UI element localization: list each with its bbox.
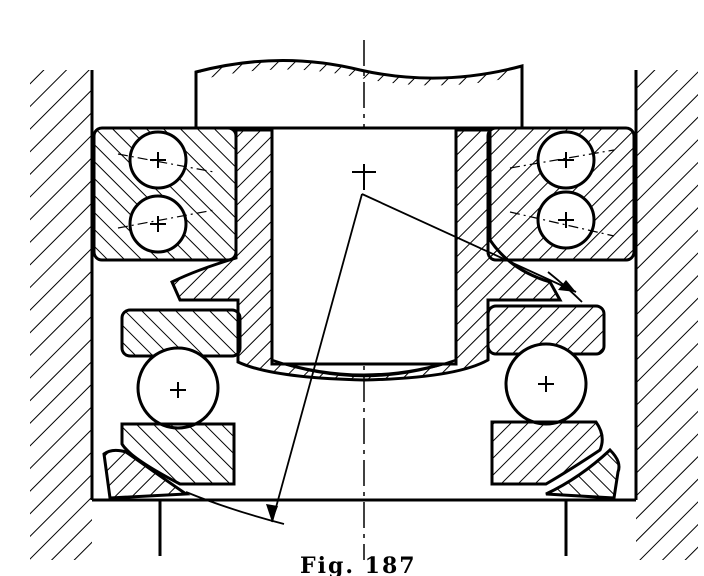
thrust-ball-right	[504, 342, 588, 426]
thrust-washer-lower-left	[102, 422, 236, 500]
double-row-angular-ball-bearing-right	[486, 126, 636, 262]
shaft	[194, 58, 524, 130]
housing-left-wall	[30, 70, 94, 560]
radius-arrows	[185, 193, 583, 525]
figure-caption: Fig. 187	[300, 556, 417, 576]
center-mark	[352, 164, 376, 190]
thrust-ball-left	[136, 346, 220, 430]
double-row-angular-ball-bearing-left	[92, 126, 238, 262]
thrust-washer-lower-right	[490, 420, 621, 500]
housing-right-wall	[634, 70, 698, 560]
